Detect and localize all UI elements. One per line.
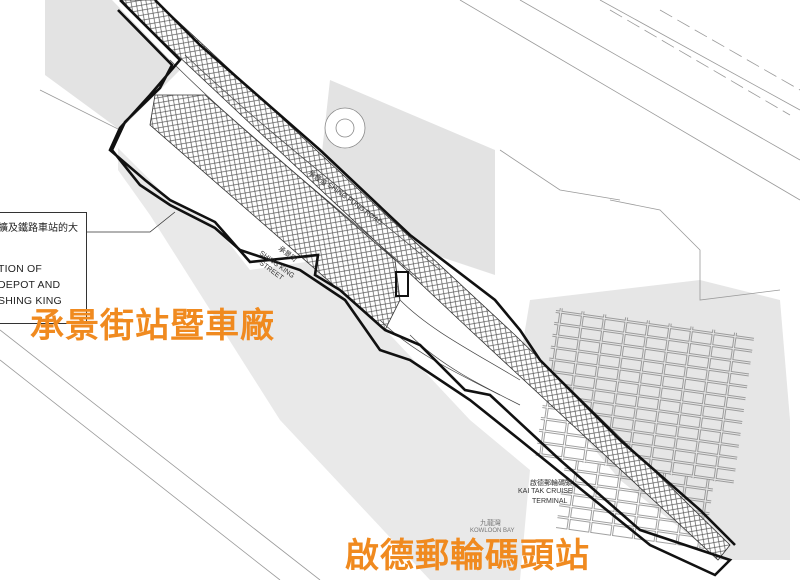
roundabout [324,107,366,149]
terminal-label-en2: TERMINAL [532,498,568,505]
terminal-label-cn: 啟德郵輪碼頭 [530,479,572,487]
station-depot-label: 承景街站暨車廠 [30,306,275,346]
cruise-terminal-station-label: 啟德郵輪碼頭站 [345,536,590,576]
callout-cn-text: 擴及鐵路車站的大 [0,223,78,234]
grey-strip-sw [118,148,530,580]
callout-en-line2: DEPOT AND [0,279,61,291]
callout-en-line1: TION OF [0,263,42,275]
track-lines [169,54,521,406]
site-boundary [108,0,733,577]
bottom-label-en: KOWLOON BAY [470,528,515,534]
station-box [395,271,409,297]
site-boundary-east [154,0,736,546]
callout-box: 擴及鐵路車站的大 TION OF DEPOT AND SHING KING [0,212,87,324]
rail-corridor-hatch [121,0,731,561]
callout-leader [87,211,176,233]
terminal-label-en1: KAI TAK CRUISE [518,488,573,495]
callout-en-line3: SHING KING [0,295,62,307]
bottom-label-cn: 九龍灣 [480,519,501,527]
